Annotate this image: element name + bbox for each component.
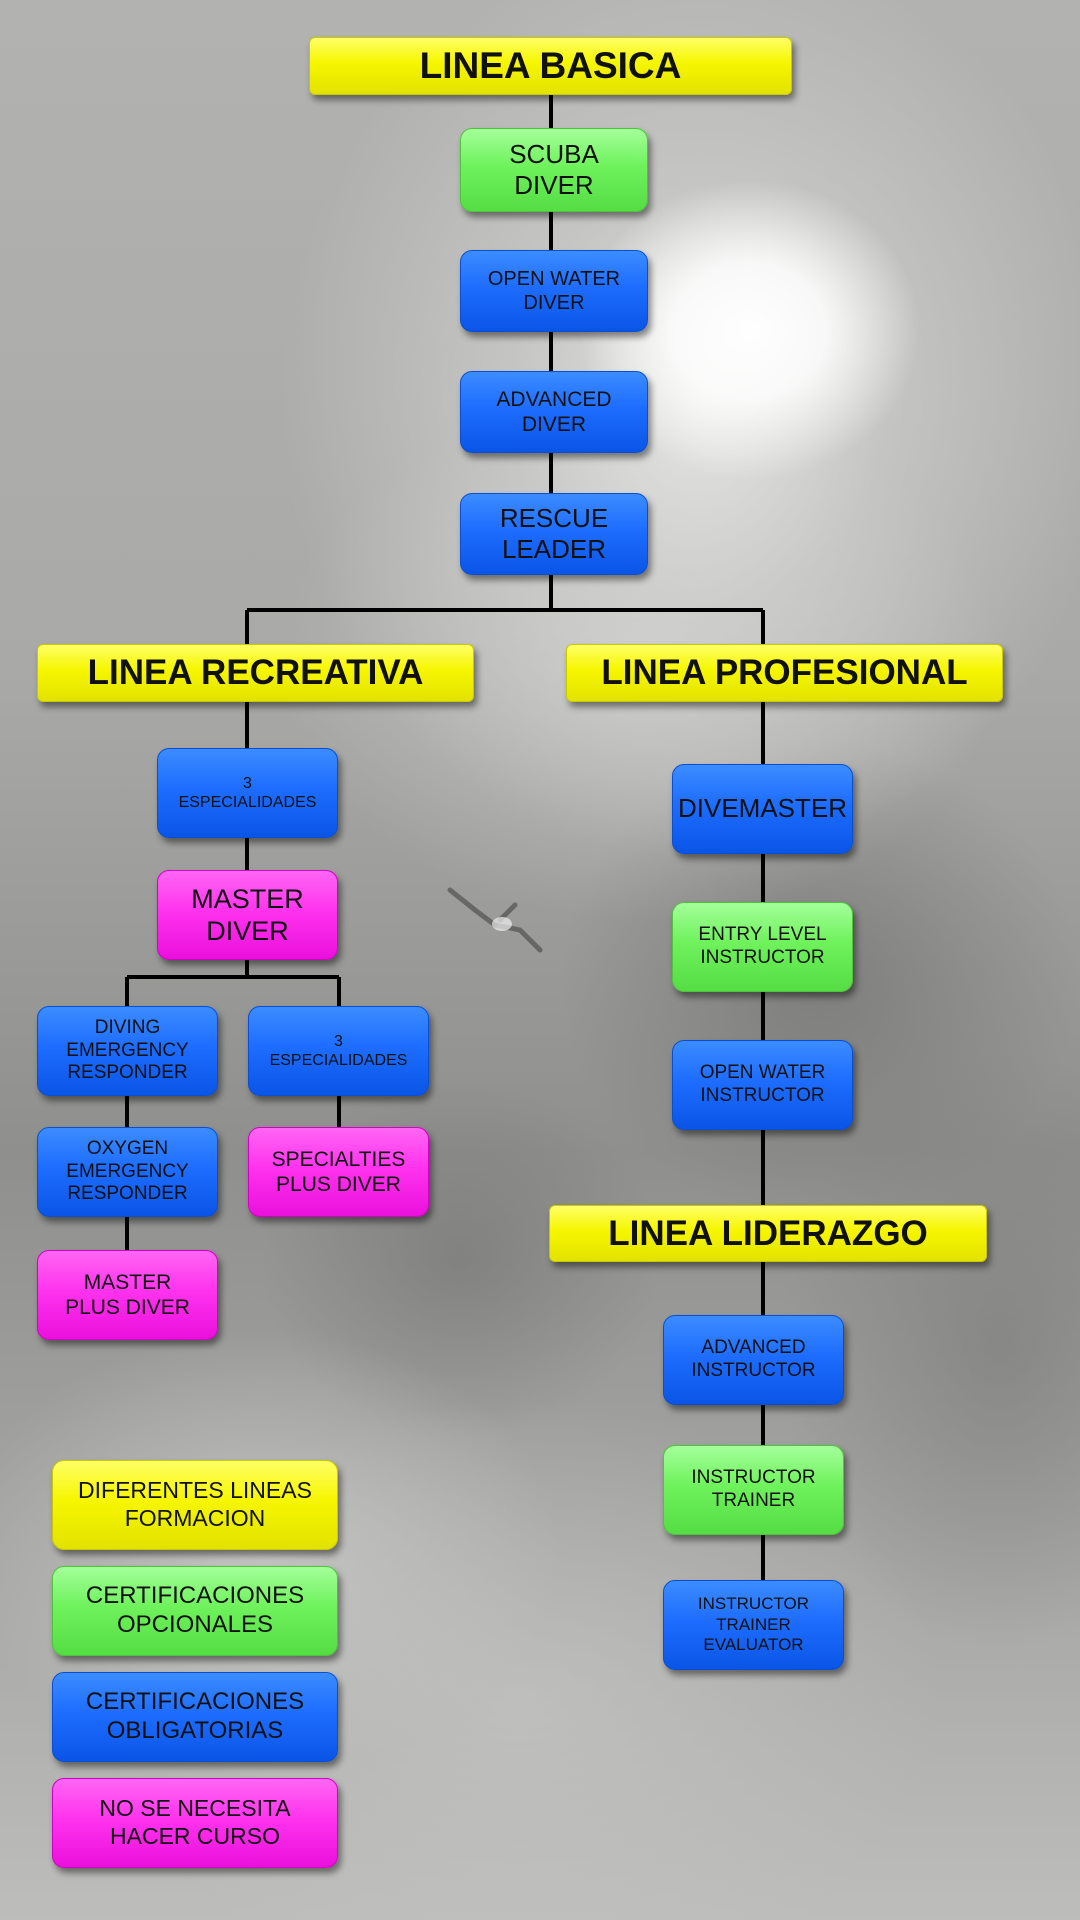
node-oxygen-emergency-responder: OXYGEN EMERGENCY RESPONDER [37, 1127, 218, 1217]
node-specialties-plus-diver: SPECIALTIES PLUS DIVER [248, 1127, 429, 1217]
node-specialties-plus-diver-label: SPECIALTIES PLUS DIVER [271, 1147, 406, 1196]
node-advanced-instructor: ADVANCED INSTRUCTOR [663, 1315, 844, 1405]
node-divemaster: DIVEMASTER [672, 764, 853, 854]
node-3-especialidades-recreativa-label: 3 ESPECIALIDADES [178, 774, 317, 811]
legend-green: CERTIFICACIONES OPCIONALES [52, 1566, 338, 1656]
header-linea-profesional: LINEA PROFESIONAL [566, 644, 1003, 702]
node-oxygen-emergency-responder-label: OXYGEN EMERGENCY RESPONDER [66, 1137, 189, 1205]
node-instructor-trainer-evaluator: INSTRUCTOR TRAINER EVALUATOR [663, 1580, 844, 1670]
node-advanced-instructor-label: ADVANCED INSTRUCTOR [691, 1337, 816, 1381]
node-master-plus-diver-label: MASTER PLUS DIVER [65, 1270, 190, 1319]
scuba-diver-silhouette [447, 887, 543, 953]
legend-blue-label: CERTIFICACIONES OBLIGATORIAS [85, 1688, 305, 1744]
node-3-especialidades-recreativa: 3 ESPECIALIDADES [157, 748, 338, 838]
node-3-especialidades-master: 3 ESPECIALIDADES [248, 1006, 429, 1096]
legend-green-label: CERTIFICACIONES OPCIONALES [85, 1582, 305, 1638]
header-linea-recreativa-label: LINEA RECREATIVA [87, 653, 424, 692]
legend-blue: CERTIFICACIONES OBLIGATORIAS [52, 1672, 338, 1762]
node-diving-emergency-responder: DIVING EMERGENCY RESPONDER [37, 1006, 218, 1096]
node-open-water-diver: OPEN WATER DIVER [460, 250, 648, 332]
legend-yellow-label: DIFERENTES LINEAS FORMACION [78, 1477, 312, 1531]
header-linea-basica-label: LINEA BASICA [419, 44, 682, 86]
node-entry-level-instructor: ENTRY LEVEL INSTRUCTOR [672, 902, 853, 992]
node-instructor-trainer-label: INSTRUCTOR TRAINER [691, 1467, 816, 1511]
header-linea-liderazgo: LINEA LIDERAZGO [549, 1205, 987, 1262]
node-entry-level-instructor-label: ENTRY LEVEL INSTRUCTOR [698, 924, 827, 968]
node-divemaster-label: DIVEMASTER [677, 793, 848, 824]
node-scuba-diver: SCUBA DIVER [460, 128, 648, 212]
node-open-water-instructor-label: OPEN WATER INSTRUCTOR [699, 1062, 826, 1106]
legend-yellow: DIFERENTES LINEAS FORMACION [52, 1460, 338, 1550]
node-master-diver-label: MASTER DIVER [191, 883, 304, 946]
legend-pink: NO SE NECESITA HACER CURSO [52, 1778, 338, 1868]
header-linea-recreativa: LINEA RECREATIVA [37, 644, 474, 702]
node-advanced-diver: ADVANCED DIVER [460, 371, 648, 453]
node-master-diver: MASTER DIVER [157, 870, 338, 960]
header-linea-basica: LINEA BASICA [309, 37, 792, 95]
node-diving-emergency-responder-label: DIVING EMERGENCY RESPONDER [66, 1016, 189, 1084]
legend-pink-label: NO SE NECESITA HACER CURSO [99, 1795, 291, 1849]
node-instructor-trainer: INSTRUCTOR TRAINER [663, 1445, 844, 1535]
node-instructor-trainer-evaluator-label: INSTRUCTOR TRAINER EVALUATOR [697, 1594, 810, 1655]
node-rescue-leader: RESCUE LEADER [460, 493, 648, 575]
node-open-water-instructor: OPEN WATER INSTRUCTOR [672, 1040, 853, 1130]
node-master-plus-diver: MASTER PLUS DIVER [37, 1250, 218, 1340]
node-open-water-diver-label: OPEN WATER DIVER [487, 268, 621, 314]
header-linea-profesional-label: LINEA PROFESIONAL [601, 653, 968, 692]
node-rescue-leader-label: RESCUE LEADER [499, 502, 609, 564]
node-3-especialidades-master-label: 3 ESPECIALIDADES [269, 1032, 408, 1069]
node-advanced-diver-label: ADVANCED DIVER [496, 387, 612, 436]
node-scuba-diver-label: SCUBA DIVER [509, 138, 599, 200]
header-linea-liderazgo-label: LINEA LIDERAZGO [608, 1213, 928, 1253]
